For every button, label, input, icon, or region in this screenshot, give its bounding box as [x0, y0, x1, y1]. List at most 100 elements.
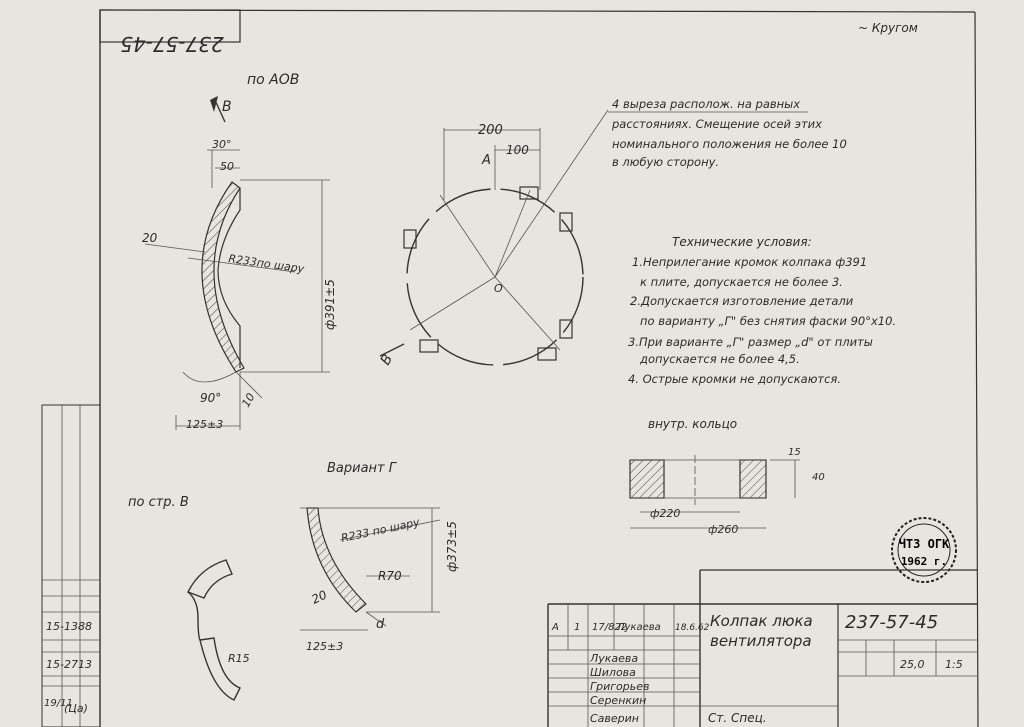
note-leader [494, 109, 609, 278]
tech-line-2: к плите, допускается не более 3. [640, 275, 843, 289]
tb-title-1: Колпак люка [710, 612, 813, 630]
ring-right [739, 459, 767, 499]
notch-3 [403, 229, 417, 249]
tech-line-4: по варианту „Г" без снятия фаски 90°х10. [640, 314, 896, 328]
dim-90: 90° [200, 391, 221, 405]
letter-a: А [481, 153, 491, 168]
dim-40: 40 [812, 472, 825, 483]
mirrored-code: 237-57-45 [120, 32, 224, 56]
d-leader [365, 611, 387, 627]
dim-20-line [144, 243, 206, 253]
arrow-head [210, 96, 218, 112]
notch-5 [537, 347, 557, 361]
variant-g-shell [306, 507, 367, 613]
tb-spec: Ст. Спец. [708, 711, 767, 725]
margin-val-3: 19/11 [44, 698, 73, 709]
radial-3 [409, 276, 496, 331]
center-o: О [494, 282, 503, 295]
angle-90-arc [182, 371, 237, 383]
top-circle [406, 188, 584, 366]
tb-name-1: Лукаева [589, 652, 638, 665]
dim-200: 200 [478, 123, 503, 138]
rev-sheet: 1 [574, 622, 580, 633]
tb-title-2: вентилятора [710, 632, 812, 650]
tb-scale: 1:5 [945, 658, 963, 671]
variant-g-125: 125±3 [306, 640, 343, 653]
note-cuts-line-3: номинального положения не более 10 [612, 137, 847, 151]
note-cuts: 4 выреза располож. на равных расстояниях… [611, 97, 847, 169]
tb-code: 237-57-45 [845, 612, 938, 633]
tech-line-3: 2.Допускается изготовление детали [630, 294, 854, 308]
inner-profile [217, 188, 241, 368]
note-cuts-line-1: 4 выреза располож. на равных [612, 97, 800, 111]
tech-title: Технические условия: [672, 235, 812, 249]
dim-260: ф260 [708, 523, 738, 536]
radial-4 [494, 276, 561, 351]
note-cuts-line-4: в любую сторону. [612, 155, 719, 169]
ring-label: внутр. кольцо [648, 417, 737, 431]
frame-top [99, 9, 976, 13]
variant-g-dia: ф373±5 [445, 521, 459, 572]
margin-val-2: 15-2713 [46, 658, 92, 671]
tb-name-3: Григорьев [590, 680, 650, 693]
code-box-top [99, 9, 241, 43]
seal-inner [897, 523, 951, 577]
frame-right [974, 11, 979, 727]
tech-conditions: Технические условия: 1.Неприлегание кром… [628, 235, 896, 386]
view-b-r15: R15 [228, 652, 250, 665]
rev-name: Лукаева [616, 622, 661, 633]
variant-g-20: 20 [309, 587, 329, 606]
code-top-mirrored: 237-57-45 [120, 32, 224, 56]
seal-ring [891, 517, 957, 583]
dim-125: 125±3 [186, 418, 223, 431]
variant-g-r70: R70 [378, 569, 402, 583]
tech-line-5: 3.При варианте „Г" размер „d" от плиты [628, 335, 873, 349]
rev-date: 18.6.62 [675, 623, 710, 633]
radial-2 [439, 194, 496, 278]
view-b-upper [187, 559, 233, 599]
notch-6 [559, 319, 573, 339]
rev-letter: А [551, 622, 559, 633]
view-b-mid [187, 591, 201, 641]
dim-15: 15 [788, 447, 801, 458]
tb-name-4: Серенкин [590, 694, 646, 707]
variant-g-title: Вариант Г [327, 461, 398, 476]
notch-1 [519, 186, 539, 200]
tb-mass: 25,0 [900, 658, 925, 671]
radial-1 [494, 189, 531, 278]
dim-30: 30° [212, 138, 232, 151]
tech-line-7: 4. Острые кромки не допускаются. [628, 372, 841, 386]
dim-100: 100 [506, 143, 529, 157]
seal-line-1: ЧТЗ ОГК [899, 537, 950, 551]
label-krugom: ~ Кругом [858, 21, 918, 35]
tb-name-2: Шилова [590, 666, 636, 679]
variant-g-radius-leader [339, 519, 441, 541]
margin-val-4: (Ца) [64, 702, 88, 715]
section-arrow-bottom [379, 343, 405, 357]
dim-10: 10 [239, 391, 257, 410]
rev-doc: 17/822 [592, 622, 627, 633]
view-b-title: по стр. В [128, 495, 189, 510]
seal-line-2: 1962 г. [901, 555, 947, 568]
title-block [547, 569, 978, 727]
left-margin-table [41, 404, 101, 727]
shell-section [201, 181, 245, 373]
radius-leader [187, 257, 296, 273]
section-letter-top: В [222, 99, 232, 115]
tb-name-5: Саверин [590, 712, 639, 725]
notch-2 [559, 212, 573, 232]
variant-g-d: d [376, 617, 385, 632]
tech-line-6: допускается не более 4,5. [639, 352, 800, 366]
dim-20: 20 [142, 231, 158, 245]
notch-4 [419, 339, 439, 353]
note-cuts-line-2: расстояниях. Смещение осей этих [611, 117, 822, 131]
dim-50: 50 [220, 160, 234, 173]
tech-line-1: 1.Неприлегание кромок колпака ф391 [632, 255, 867, 269]
margin-val-1: 15-1388 [46, 620, 92, 633]
dim-dia-391: ф391±5 [323, 279, 337, 330]
view-b-lower [199, 637, 241, 701]
dim-220: ф220 [650, 507, 680, 520]
ring-left [629, 459, 665, 499]
